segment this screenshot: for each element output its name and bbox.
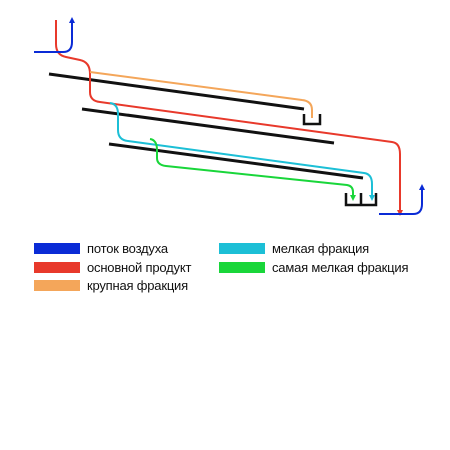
legend-swatch-main-product [34,261,80,273]
legend-item-coarse-fraction: крупная фракция [34,277,188,293]
legend-label-coarse-fraction: крупная фракция [87,277,188,293]
air-flow-inlet [34,17,75,53]
deck-bottom [108,142,364,180]
main-product-flow [55,20,403,216]
coarse-fraction-flow [89,71,313,118]
legend-item-fine-fraction: мелкая фракция [219,240,369,256]
legend-label-air-flow: поток воздуха [87,240,168,256]
fine-fraction-flow [109,102,375,201]
tray-fine [344,193,378,207]
legend-label-fine-fraction: мелкая фракция [272,240,369,256]
legend-item-finest-fraction: самая мелкая фракция [219,259,409,275]
legend-swatch-air-flow [34,242,80,254]
deck-middle [81,107,335,145]
legend-label-finest-fraction: самая мелкая фракция [272,259,409,275]
legend-item-air-flow: поток воздуха [34,240,168,256]
legend-label-main-product: основной продукт [87,259,192,275]
deck-top [48,72,305,111]
air-flow-outlet [379,184,425,215]
finest-fraction-flow [149,138,356,201]
tray-coarse [302,114,322,126]
legend-swatch-finest-fraction [219,261,265,273]
legend-item-main-product: основной продукт [34,259,191,275]
legend-swatch-fine-fraction [219,242,265,254]
legend-swatch-coarse-fraction [34,279,80,291]
